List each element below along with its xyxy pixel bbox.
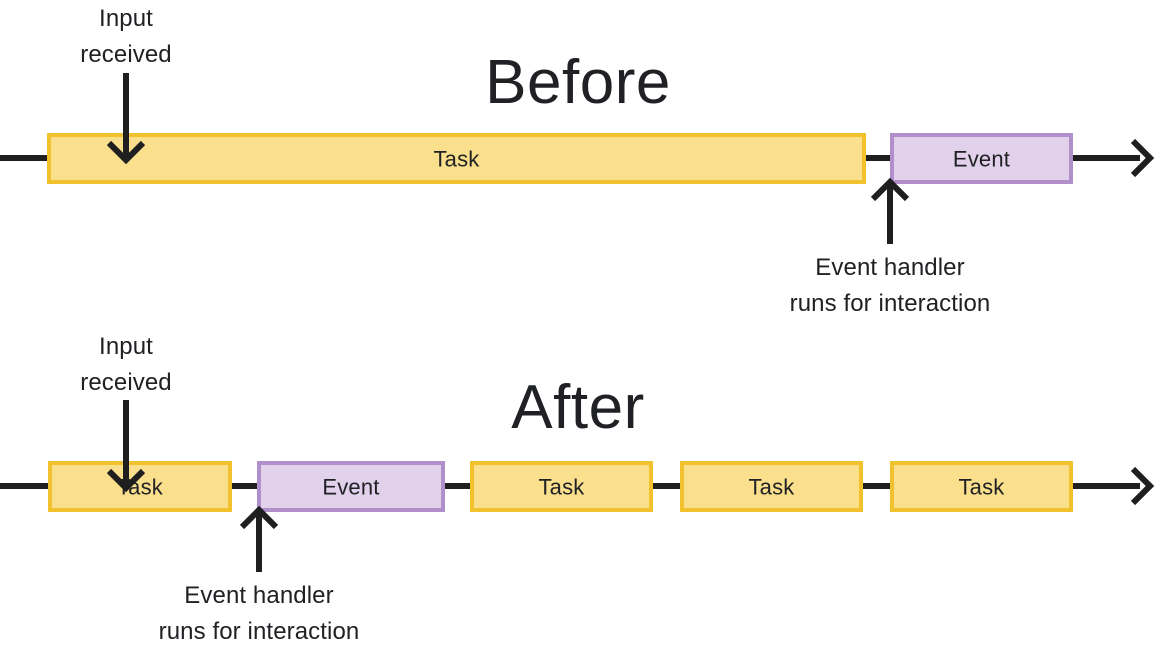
annotation-arrowhead-input-received-after xyxy=(106,468,146,493)
event-box-before-1[interactable] xyxy=(890,133,1073,184)
annotation-arrowhead-event-handler-after xyxy=(239,505,279,530)
annotation-input-received-after-line-1: received xyxy=(80,369,172,396)
task-box-after-2[interactable] xyxy=(470,461,653,512)
annotation-event-handler-after-line-0: Event handler xyxy=(184,582,333,609)
section-title-before: Before xyxy=(485,48,671,117)
event-label-before-1: Event xyxy=(953,147,1010,172)
annotation-event-handler-before-line-1: runs for interaction xyxy=(790,290,991,317)
timeline-end-arrow-after xyxy=(1130,466,1155,506)
task-label-after-2: Task xyxy=(538,475,585,500)
task-box-after-4[interactable] xyxy=(890,461,1073,512)
annotation-input-received-before-line-0: Input xyxy=(99,5,153,32)
timeline-end-arrow-before xyxy=(1130,138,1155,178)
annotation-event-handler-after-line-1: runs for interaction xyxy=(159,618,360,645)
task-box-after-3[interactable] xyxy=(680,461,863,512)
event-box-after-1[interactable] xyxy=(257,461,445,512)
annotation-input-received-after-line-0: Input xyxy=(99,333,153,360)
task-label-after-3: Task xyxy=(748,475,795,500)
section-title-after: After xyxy=(511,373,644,442)
annotation-arrowhead-input-received-before xyxy=(106,140,146,165)
annotation-event-handler-before-line-0: Event handler xyxy=(815,254,964,281)
task-label-before-0: Task xyxy=(433,147,480,172)
task-box-before-0[interactable] xyxy=(47,133,866,184)
annotation-arrowhead-event-handler-before xyxy=(870,177,910,202)
event-label-after-1: Event xyxy=(322,475,379,500)
task-label-after-4: Task xyxy=(958,475,1005,500)
annotation-input-received-before-line-1: received xyxy=(80,41,172,68)
